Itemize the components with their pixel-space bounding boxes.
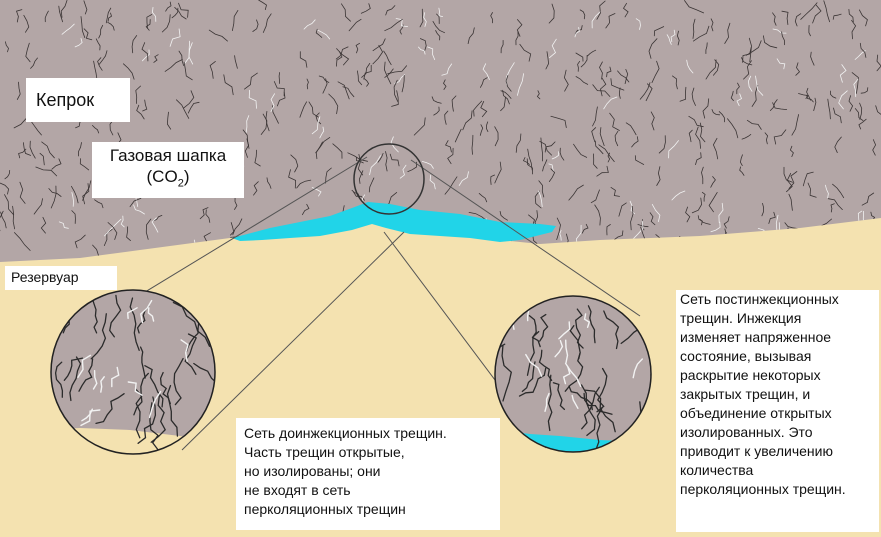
post-injection-line: приводит к увеличению	[680, 442, 879, 461]
pre-injection-line: перколяционных трещин	[244, 500, 500, 519]
caprock-label: Кепрок	[26, 78, 130, 122]
pre-injection-line: но изолированы; они	[244, 462, 500, 481]
post-injection-line: трещин. Инжекция	[680, 309, 879, 328]
post-injection-line: количества	[680, 461, 879, 480]
pre-injection-line: не входят в сеть	[244, 481, 500, 500]
gas-cap-formula: (CO2)	[92, 166, 244, 191]
post-injection-caption: Сеть постинжекционных трещин. Инжекция и…	[676, 290, 879, 532]
post-injection-line: раскрытие некоторых	[680, 366, 879, 385]
post-injection-line: состояние, вызывая	[680, 347, 879, 366]
reservoir-label: Резервуар	[5, 266, 117, 290]
post-injection-line: перколяционных трещин.	[680, 480, 879, 499]
post-injection-line: изменяет напряженное	[680, 328, 879, 347]
gas-cap-label-line1: Газовая шапка	[92, 145, 244, 166]
post-injection-line: изолированных. Это	[680, 423, 879, 442]
gas-cap-formula-post: )	[184, 167, 190, 186]
post-injection-line: объединение открытых	[680, 404, 879, 423]
gas-cap-label: Газовая шапка (CO2)	[92, 142, 244, 198]
post-injection-line: закрытых трещин, и	[680, 385, 879, 404]
gas-cap-formula-pre: (CO	[147, 167, 178, 186]
pre-injection-line: Часть трещин открытые,	[244, 443, 500, 462]
post-injection-line: Сеть постинжекционных	[680, 290, 879, 309]
crack-mark	[279, 73, 280, 84]
pre-injection-caption: Сеть доинжекционных трещин. Часть трещин…	[236, 418, 500, 530]
caprock-label-text: Кепрок	[36, 90, 94, 110]
pre-injection-line: Сеть доинжекционных трещин.	[244, 424, 500, 443]
reservoir-label-text: Резервуар	[11, 269, 79, 285]
